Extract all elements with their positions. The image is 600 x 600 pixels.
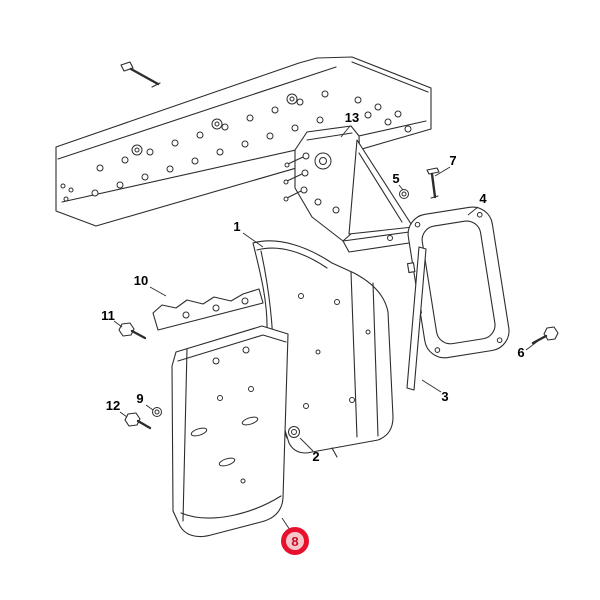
- callout-4[interactable]: 4: [467, 191, 487, 216]
- callout-13[interactable]: 13: [340, 110, 359, 138]
- callout-13-label: 13: [345, 110, 359, 125]
- callout-8-label: 8: [291, 534, 298, 549]
- bolt-part-6: [531, 326, 559, 345]
- callout-8-highlighted[interactable]: 8: [281, 517, 309, 555]
- bolt-part-7: [426, 167, 440, 199]
- top-bracket-part-10: [152, 288, 264, 331]
- callout-5-label: 5: [392, 171, 399, 186]
- callout-4-label: 4: [479, 191, 487, 206]
- nut-part-9: [152, 407, 162, 417]
- callout-8-highlight-fill: [286, 532, 304, 550]
- callout-2-label: 2: [312, 449, 319, 464]
- frame-bracket-part-13: [283, 125, 430, 253]
- callout-3-label: 3: [441, 389, 448, 404]
- callout-12[interactable]: 12: [106, 398, 128, 418]
- callout-12-label: 12: [106, 398, 120, 413]
- callout-6-label: 6: [517, 345, 524, 360]
- nut-part-2: [288, 426, 300, 438]
- callout-1-label: 1: [233, 219, 240, 234]
- callout-9[interactable]: 9: [136, 391, 154, 411]
- callout-6[interactable]: 6: [517, 340, 539, 360]
- callout-3[interactable]: 3: [421, 379, 449, 404]
- callout-10-label: 10: [134, 273, 148, 288]
- frame-rail: [55, 56, 432, 227]
- bolt-part-12: [124, 412, 152, 430]
- callout-1[interactable]: 1: [233, 219, 264, 248]
- nut-part-5: [399, 189, 409, 199]
- support-strip-part-3: [406, 246, 427, 391]
- callout-11-label: 11: [101, 308, 115, 323]
- callout-2[interactable]: 2: [299, 437, 320, 464]
- callout-7[interactable]: 7: [434, 153, 457, 177]
- callout-5[interactable]: 5: [392, 171, 404, 191]
- bolt-part-11: [118, 322, 147, 340]
- callout-8-highlight-ring: [281, 527, 309, 555]
- callout-7-label: 7: [449, 153, 456, 168]
- mud-flap-part-8: [171, 325, 289, 538]
- bolt-top-left: [120, 61, 161, 88]
- callout-11[interactable]: 11: [101, 308, 123, 328]
- callout-9-label: 9: [136, 391, 143, 406]
- callout-10[interactable]: 10: [134, 273, 167, 297]
